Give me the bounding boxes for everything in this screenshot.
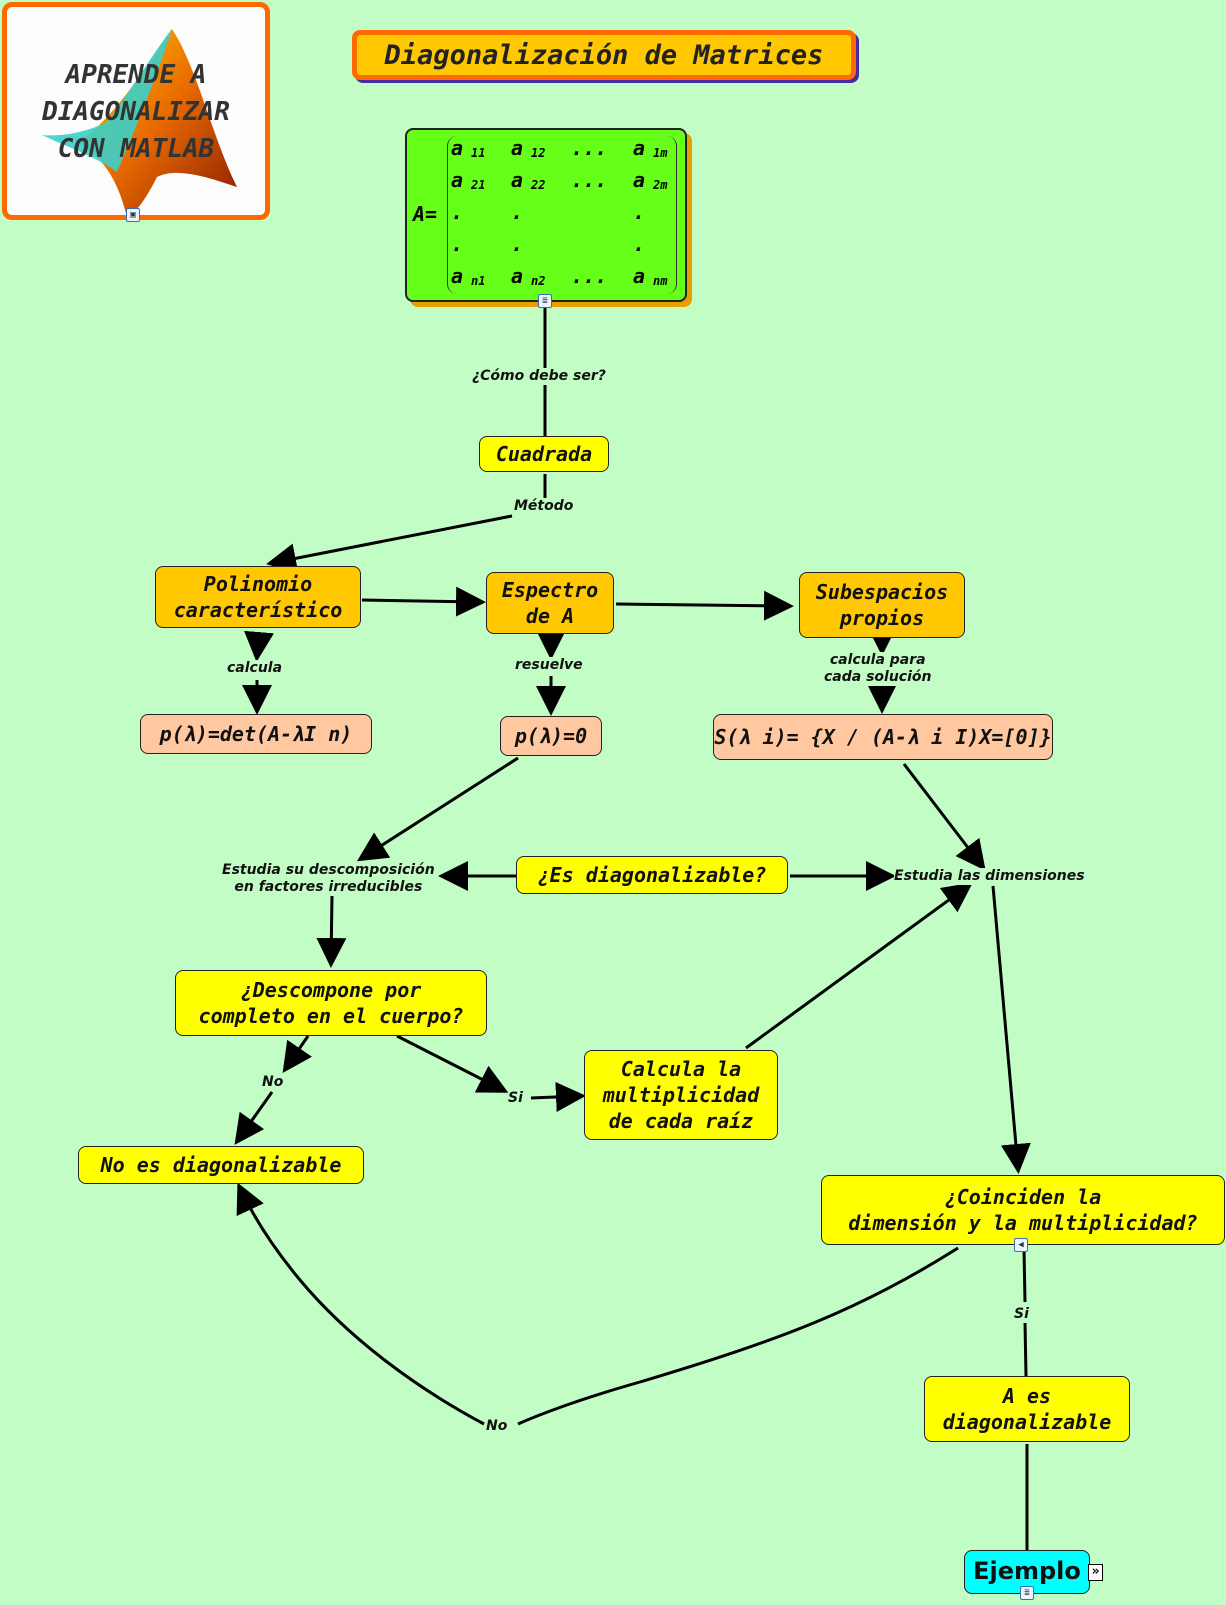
link-si-adiag bbox=[1023, 1321, 1028, 1377]
node-coinciden[interactable]: ¿Coinciden la dimensión y la multiplicid… bbox=[821, 1175, 1225, 1245]
node-p-lambda-cero[interactable]: p(λ)=0 bbox=[500, 716, 602, 756]
label-estudia-dimensiones: Estudia las dimensiones bbox=[894, 868, 1085, 885]
matrix-cell: ... bbox=[571, 264, 608, 288]
label-calcula: calcula bbox=[227, 660, 283, 677]
node-subespacios-propios[interactable]: Subespacios propios bbox=[799, 572, 965, 638]
node-a-diagonalizable[interactable]: A es diagonalizable bbox=[924, 1376, 1130, 1442]
link-no-nodiag2 bbox=[236, 1182, 485, 1426]
matrix-cell: ... bbox=[571, 136, 608, 160]
link-espectro-subespacios bbox=[615, 590, 794, 621]
link-p0-estudia bbox=[356, 756, 519, 862]
matrix-cell: . bbox=[451, 232, 464, 256]
link-descompone-no bbox=[282, 1035, 312, 1073]
label-metodo: Método bbox=[514, 498, 574, 515]
link-coinciden-no bbox=[517, 1246, 959, 1426]
node-calcula-multiplicidad[interactable]: Calcula la multiplicidad de cada raíz bbox=[584, 1050, 778, 1140]
node-es-diagonalizable[interactable]: ¿Es diagonalizable? bbox=[516, 856, 788, 894]
link-estudia-coinciden bbox=[991, 885, 1031, 1174]
link-calcula-estudia bbox=[745, 882, 973, 1050]
matrix-cell: . bbox=[633, 200, 646, 224]
node-subespacio-s[interactable]: S(λ i)= {X / (A-λ i I)X=[0]} bbox=[713, 714, 1053, 760]
label-si-2: Si bbox=[1014, 1306, 1029, 1323]
link-coinciden-si bbox=[1022, 1249, 1027, 1303]
label-no-2: No bbox=[486, 1418, 508, 1435]
node-polinomio-caracteristico[interactable]: Polinomio característico bbox=[155, 566, 361, 628]
link-s-estudia bbox=[902, 763, 986, 871]
label-como-debe-ser: ¿Cómo debe ser? bbox=[472, 368, 606, 385]
label-resuelve: resuelve bbox=[515, 657, 583, 674]
document-icon[interactable]: ≣ bbox=[1020, 1586, 1034, 1600]
label-estudia-descomposicion: Estudia su descomposición en factores ir… bbox=[222, 862, 435, 896]
matlab-membrane-logo bbox=[42, 29, 237, 215]
next-arrow-icon[interactable]: » bbox=[1088, 1564, 1103, 1581]
image-icon[interactable]: ▣ bbox=[126, 208, 140, 222]
matrix-prefix: A= bbox=[413, 202, 438, 226]
matrix-cell: . bbox=[451, 200, 464, 224]
logo-text: APRENDE A DIAGONALIZAR CON MATLAB bbox=[42, 60, 230, 164]
link-estudia-descompone bbox=[316, 895, 347, 968]
link-polinomio-espectro bbox=[361, 586, 486, 617]
label-si-1: Si bbox=[508, 1090, 523, 1107]
link-si-calcula bbox=[530, 1081, 586, 1112]
speaker-icon[interactable]: ◀ bbox=[1014, 1238, 1028, 1252]
document-icon[interactable]: ≣ bbox=[538, 294, 552, 308]
link-descompone-si bbox=[396, 1034, 509, 1093]
node-espectro[interactable]: Espectro de A bbox=[486, 572, 614, 634]
label-no-1: No bbox=[262, 1074, 284, 1091]
matrix-cell: . bbox=[511, 200, 524, 224]
matlab-logo-panel[interactable]: APRENDE A DIAGONALIZAR CON MATLAB bbox=[2, 2, 270, 220]
node-determinante[interactable]: p(λ)=det(A-λI n) bbox=[140, 714, 372, 754]
node-cuadrada[interactable]: Cuadrada bbox=[479, 436, 609, 472]
matrix-cell: . bbox=[511, 232, 524, 256]
link-metodo-polinomio bbox=[266, 514, 513, 574]
node-no-diagonalizable[interactable]: No es diagonalizable bbox=[78, 1146, 364, 1184]
matrix-cell: . bbox=[633, 232, 646, 256]
node-descompone[interactable]: ¿Descompone por completo en el cuerpo? bbox=[175, 970, 487, 1036]
matrix-cell bbox=[571, 196, 633, 228]
matrix-cell bbox=[571, 228, 633, 260]
label-calcula-para: calcula para cada solución bbox=[824, 652, 932, 686]
link-no-nodiag bbox=[234, 1091, 274, 1145]
matrix-cell: ... bbox=[571, 168, 608, 192]
link-polinomio-calcula bbox=[244, 630, 274, 662]
page-title: Diagonalización de Matrices bbox=[352, 30, 856, 80]
matrix-bracket bbox=[447, 136, 677, 294]
